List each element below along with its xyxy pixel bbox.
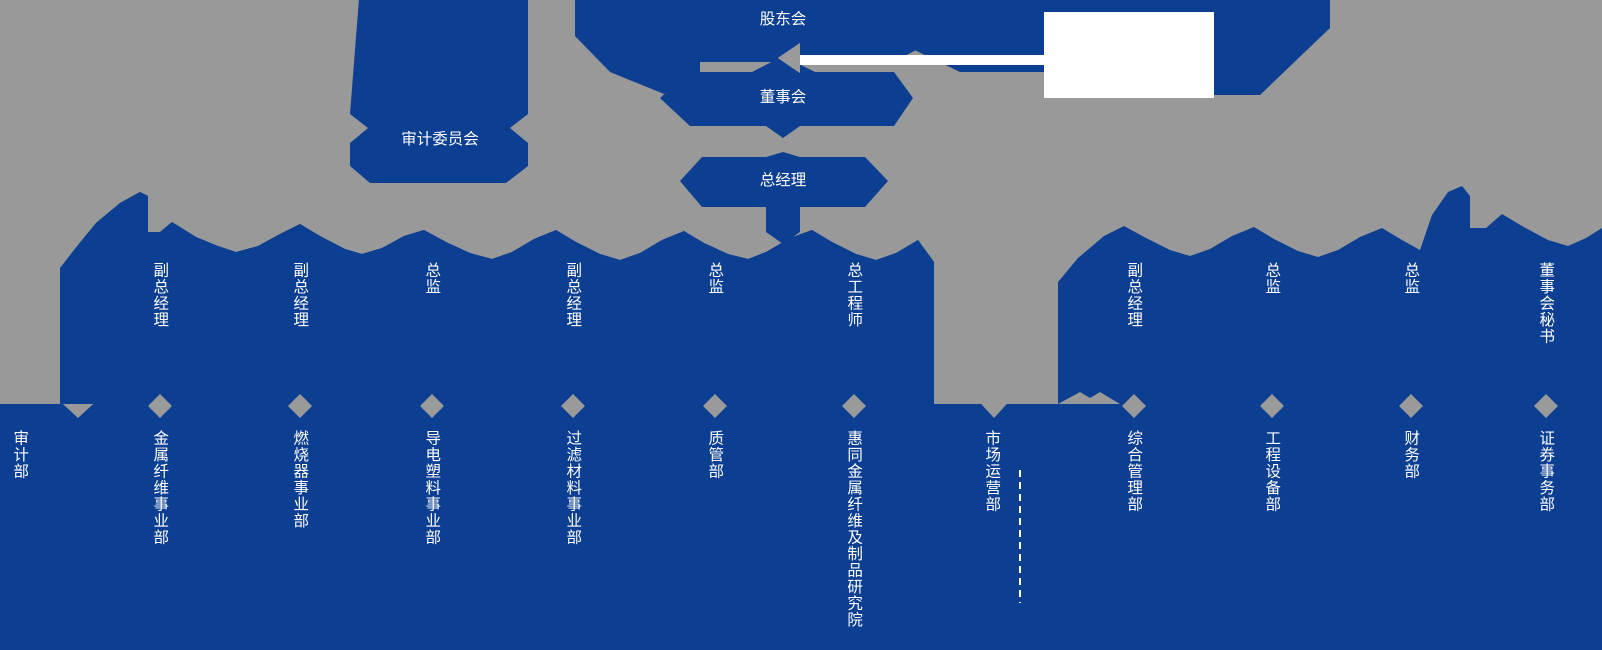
gm-to-exec-connector <box>766 207 800 244</box>
audit-committee-shape[interactable] <box>350 0 528 183</box>
diamond-icon <box>1534 394 1558 418</box>
blank-callout-box[interactable] <box>1044 12 1214 98</box>
callout-connector-line <box>778 43 1044 73</box>
diamond-icon <box>1260 394 1284 418</box>
diamond-icon <box>1122 394 1146 418</box>
board-of-directors-shape[interactable] <box>660 56 913 138</box>
executive-group-right-notch <box>1058 392 1100 404</box>
diamond-icon <box>148 394 172 418</box>
diamond-icon <box>288 394 312 418</box>
diamond-icon <box>1399 394 1423 418</box>
diamond-icon <box>561 394 585 418</box>
diamond-connector-group <box>148 394 1558 418</box>
callout-connector-arrowhead <box>778 43 800 73</box>
executive-group-right-shape <box>1058 186 1602 404</box>
executive-group-left-overlay <box>60 192 934 404</box>
board-trunk-shape <box>578 6 700 126</box>
market-ops-notch <box>934 372 1058 418</box>
general-manager-shape[interactable] <box>680 152 888 215</box>
board-right-arm <box>894 0 1080 72</box>
diamond-icon <box>703 394 727 418</box>
diamond-icon <box>420 394 444 418</box>
diamond-icon <box>842 394 866 418</box>
board-left-wedge <box>575 0 700 94</box>
department-band-fill <box>0 404 1602 650</box>
